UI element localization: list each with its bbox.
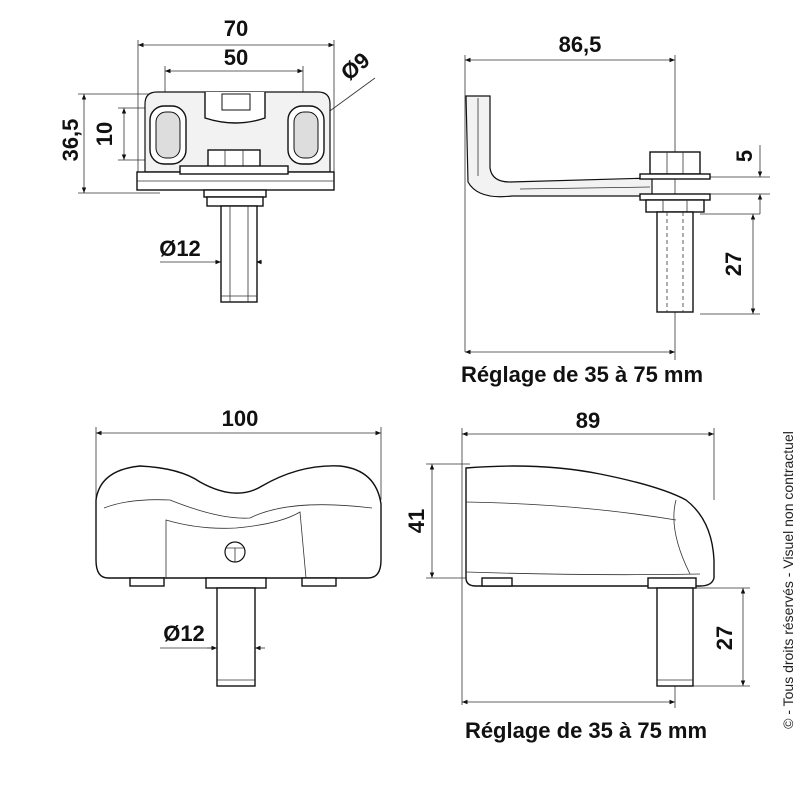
dim-5-label: 5 bbox=[732, 150, 757, 162]
cover-side-body bbox=[465, 465, 715, 587]
dim-86-5-label: 86,5 bbox=[559, 32, 602, 57]
threaded-pin bbox=[656, 211, 694, 313]
dim-89-label: 89 bbox=[576, 408, 600, 433]
dim-d12-top-label: Ø12 bbox=[159, 236, 201, 261]
dim-d9-label: Ø9 bbox=[336, 47, 375, 85]
side-bracket-view: 86,5 5 27 Réglage de 35 à 75 mm bbox=[461, 32, 770, 387]
dim-70-label: 70 bbox=[224, 16, 248, 41]
dim-41-label: 41 bbox=[404, 509, 429, 533]
front-bracket-view: 70 50 Ø9 36,5 10 Ø12 bbox=[58, 16, 376, 303]
dim-27-bottom-label: 27 bbox=[712, 626, 737, 650]
bracket-plate bbox=[144, 91, 331, 173]
adjust-caption-bottom: Réglage de 35 à 75 mm bbox=[465, 718, 707, 743]
dim-10-label: 10 bbox=[92, 122, 117, 146]
dim-100-label: 100 bbox=[222, 406, 259, 431]
dim-36-5-label: 36,5 bbox=[58, 119, 83, 162]
pin bbox=[220, 205, 258, 303]
cover-pin bbox=[216, 587, 256, 687]
front-cover-view: 100 Ø12 bbox=[95, 406, 382, 687]
cover-body bbox=[95, 465, 382, 579]
l-bracket bbox=[465, 95, 653, 198]
adjust-caption-top: Réglage de 35 à 75 mm bbox=[461, 362, 703, 387]
dim-50-label: 50 bbox=[224, 45, 248, 70]
dim-27-top-label: 27 bbox=[721, 252, 746, 276]
copyright-notice: © - Tous droits réservés - Visuel non co… bbox=[780, 431, 796, 729]
dim-d12-bottom-label: Ø12 bbox=[163, 621, 205, 646]
side-cover-view: 89 41 27 Réglage de 35 à 75 mm bbox=[404, 408, 750, 743]
cover-side-pin bbox=[656, 587, 694, 687]
